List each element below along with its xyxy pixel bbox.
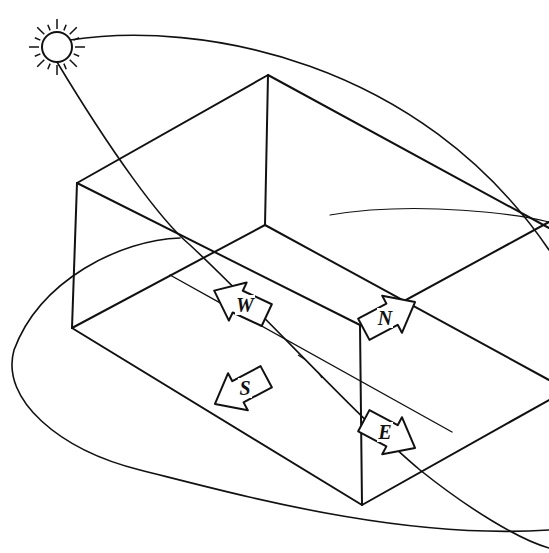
sun-ray [29,46,39,48]
sun-ray [74,54,80,56]
mark [298,355,306,360]
sun-ray [64,25,66,31]
compass-letter: S [238,378,251,398]
box-top-front [77,183,549,325]
direction-arrow [354,402,425,466]
sun-ray [37,60,44,67]
compass-letter: W [235,295,255,315]
box-edge [265,75,268,225]
sun-ray [64,64,66,70]
floor-line [170,275,452,432]
mark [318,372,322,378]
sun-ray [56,19,58,29]
box-floor-back [72,225,549,380]
direction-arrow [205,272,275,335]
sun-ray [37,27,44,34]
sun-ray [48,64,50,70]
sun-path-arc [57,62,549,548]
sun-symbol [29,19,85,75]
sun-ray [75,46,85,48]
direction-arrow [354,283,425,347]
sun-path-arc [70,35,549,250]
sun-ray [70,27,77,34]
sun-ray [70,60,77,67]
compass-letter: N [377,308,393,328]
sun-path-ground [12,238,549,531]
direction-arrow [205,358,276,422]
sun-ray [35,54,41,56]
compass-letter: E [377,422,392,442]
sun-path-arc [330,209,549,222]
box-floor-front [72,328,549,505]
box-top-edge [77,75,549,228]
sun-ray [35,38,41,40]
sun-ray [56,65,58,75]
box-edge [72,183,77,328]
sun-ray [74,38,80,40]
sun-ray [48,25,50,31]
